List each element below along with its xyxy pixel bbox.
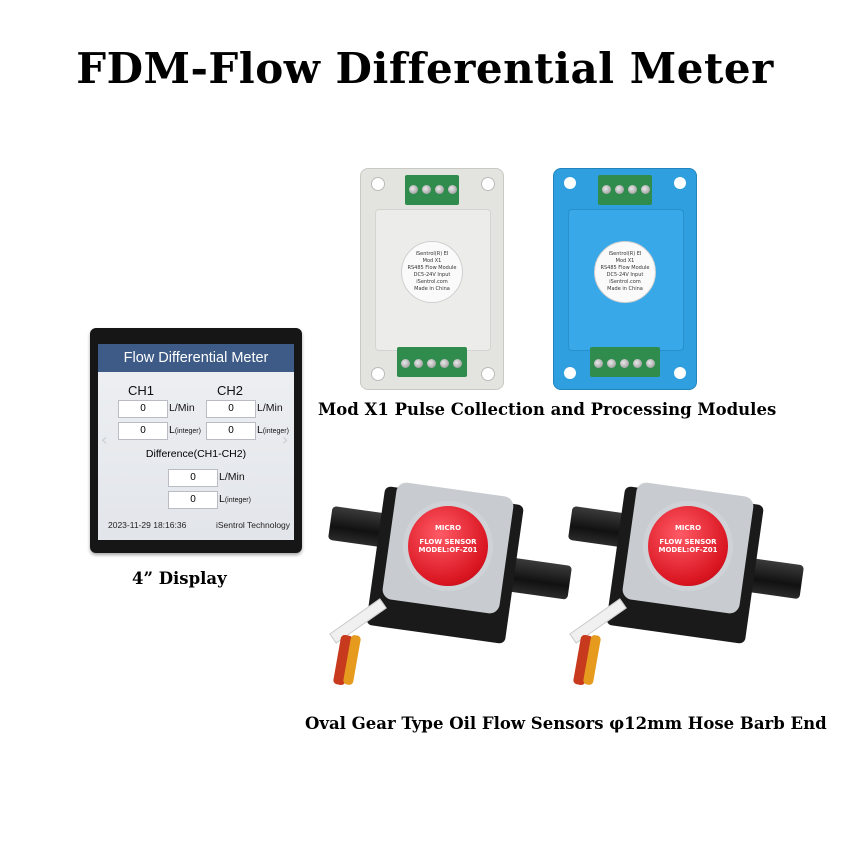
ch1-rate-field: 0 [118,400,168,418]
ch1-label: CH1 [128,383,155,398]
total-unit: L(integer) [257,424,289,436]
ch2-label: CH2 [217,383,244,398]
gray-module: iSentrol(R) EI Mod X1 RS485 Flow Module … [360,168,504,390]
ch2-rate-field: 0 [206,400,256,418]
screen-header: Flow Differential Meter [98,344,294,372]
display-caption: 4” Display [132,569,227,588]
brand-text: iSentrol Technology [216,520,291,530]
datetime-text: 2023-11-29 18:16:36 [108,520,187,530]
bottom-terminal-block [397,347,467,377]
difference-label: Difference(CH1-CH2) [145,448,247,460]
chevron-right-icon[interactable]: › [282,430,289,449]
display-device: Flow Differential Meter CH1 CH2 0 L/Min … [90,328,302,553]
top-terminal-block [405,175,459,205]
ch2-total-field: 0 [206,422,256,440]
flow-sensor-2: MICRO FLOW SENSOR MODEL:OF-Z01 [565,481,810,695]
sensor-dial: MICRO FLOW SENSOR MODEL:OF-Z01 [643,501,733,591]
rate-unit: L/Min [257,402,283,414]
ch1-total-field: 0 [118,422,168,440]
diff-total-field: 0 [168,491,218,509]
page-title: FDM-Flow Differential Meter [76,44,774,93]
module-label: iSentrol(R) EI Mod X1 RS485 Flow Module … [401,241,463,303]
total-unit: L(integer) [169,424,201,436]
total-unit: L(integer) [219,493,251,505]
chevron-left-icon[interactable]: ‹ [101,430,108,449]
diff-rate-field: 0 [168,469,218,487]
display-screen: Flow Differential Meter CH1 CH2 0 L/Min … [98,344,294,540]
sensors-caption: Oval Gear Type Oil Flow Sensors φ12mm Ho… [305,714,827,733]
module-label: iSentrol(R) EI Mod X1 RS485 Flow Module … [594,241,656,303]
modules-caption: Mod X1 Pulse Collection and Processing M… [318,400,777,419]
blue-module: iSentrol(R) EI Mod X1 RS485 Flow Module … [553,168,697,390]
bottom-terminal-block [590,347,660,377]
sensor-dial: MICRO FLOW SENSOR MODEL:OF-Z01 [403,501,493,591]
rate-unit: L/Min [219,471,245,483]
rate-unit: L/Min [169,402,195,414]
top-terminal-block [598,175,652,205]
flow-sensor-1: MICRO FLOW SENSOR MODEL:OF-Z01 [325,481,573,695]
